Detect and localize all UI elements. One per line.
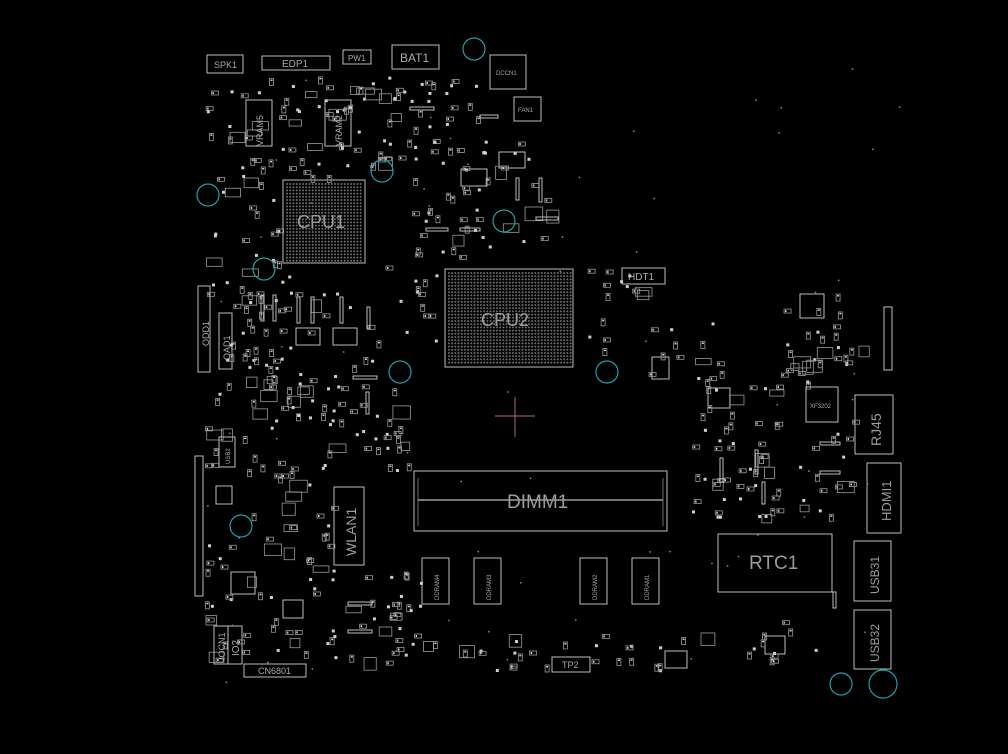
ddram2-label: DDRAM2 [593, 574, 599, 600]
ic-sot-2[interactable] [664, 650, 688, 669]
mounting-holes [196, 37, 898, 699]
spk1-connector[interactable]: SPK1 [206, 54, 244, 74]
oad1-connector[interactable]: OAD1 [218, 312, 233, 370]
ic-qfn-5[interactable] [764, 635, 786, 655]
dccn1-label: DCCN1 [496, 71, 517, 77]
cpu1-chip[interactable]: CPU1 [282, 179, 366, 264]
ddram3-chip[interactable]: DDRAM3 [473, 557, 502, 605]
dimm1-slot[interactable]: DIMM1 [413, 470, 668, 532]
mounting-hole-icon [462, 37, 486, 61]
mounting-hole-icon [229, 514, 253, 538]
ic-qfn-4[interactable] [282, 599, 304, 619]
usb32-port[interactable]: USB32 [853, 609, 892, 670]
ic-qfn-1[interactable] [799, 293, 825, 319]
mounting-hole-icon [252, 257, 276, 281]
bat1-label: BAT1 [400, 51, 429, 65]
cpu1-bga-balls [286, 183, 362, 262]
ic-mosfet-a[interactable] [460, 168, 488, 187]
dimm1-label: DIMM1 [507, 492, 568, 513]
mounting-hole-icon [370, 159, 394, 183]
ic-sot-1[interactable] [651, 356, 670, 380]
vram5-label: VRAM5 [255, 115, 265, 146]
wlan1-label: WLAN1 [343, 508, 359, 556]
hdt1-label: HDT1 [628, 272, 655, 283]
pw1-label: PW1 [348, 54, 366, 63]
left-edge-connector[interactable] [194, 455, 204, 597]
cpu1-label: CPU1 [297, 212, 345, 232]
ic-qfn-3[interactable] [230, 571, 256, 595]
io2-label: IO2 [231, 639, 242, 656]
usb2-label: USB2 [226, 448, 232, 464]
ic-qfn-2[interactable] [707, 387, 731, 409]
hdmi1-label: HDMI1 [879, 481, 894, 521]
mounting-hole-icon [196, 183, 220, 207]
vias [206, 68, 901, 684]
hdt1-connector[interactable]: HDT1 [621, 267, 666, 285]
mounting-hole-icon [829, 672, 853, 696]
usb31-label: USB31 [868, 556, 882, 594]
ddram4-label: DDRAM4 [435, 574, 441, 600]
odd1-label: ODD1 [201, 321, 211, 346]
io2-connector[interactable]: IO2 [227, 625, 243, 665]
ddram1-label: DDRAM1 [645, 574, 651, 600]
ddram3-label: DDRAM3 [487, 574, 493, 600]
tp2-testpoint[interactable]: TP2 [551, 656, 591, 673]
fan1-label: FAN1 [518, 108, 534, 114]
rj45-port[interactable]: RJ45 [854, 394, 894, 455]
xf3202-label: XF3202 [810, 404, 832, 410]
smd-components [204, 76, 870, 673]
mounting-hole-icon [388, 360, 412, 384]
mounting-hole-icon [492, 209, 516, 233]
cpu2-chip[interactable]: CPU2 [444, 268, 574, 368]
wlan1-slot[interactable]: WLAN1 [333, 486, 365, 566]
oad1-label: OAD1 [222, 335, 232, 360]
hdmi1-port[interactable]: HDMI1 [866, 462, 902, 534]
mounting-hole-icon [868, 669, 898, 699]
cpu2-label: CPU2 [481, 310, 529, 330]
rj45-label: RJ45 [868, 413, 884, 446]
odd1-connector[interactable]: ODD1 [197, 285, 211, 373]
vram2-chip[interactable]: VRAM2 [324, 99, 352, 147]
ddram4-chip[interactable]: DDRAM4 [421, 557, 450, 605]
vram2-label: VRAM2 [334, 115, 344, 146]
edp1-connector[interactable]: EDP1 [261, 55, 331, 71]
vram5-chip[interactable]: VRAM5 [245, 99, 273, 147]
iocn1-label: IOCN1 [217, 632, 227, 660]
cn6801-label: CN6801 [258, 666, 291, 676]
ic-mosfet-c[interactable] [295, 327, 321, 346]
ic-mosfet-b[interactable] [498, 151, 526, 169]
mounting-hole-icon [595, 360, 619, 384]
pw1-connector[interactable]: PW1 [342, 49, 372, 65]
bat1-connector[interactable]: BAT1 [391, 44, 440, 70]
tp2-label: TP2 [562, 660, 579, 670]
fan1-connector[interactable]: FAN1 [513, 96, 542, 122]
dccn1-connector[interactable]: DCCN1 [489, 54, 527, 90]
ddram1-chip[interactable]: DDRAM1 [631, 557, 660, 605]
crosshair-cursor-icon [495, 397, 535, 437]
rtc1-label: RTC1 [749, 553, 798, 574]
xf3202-chip[interactable]: XF3202 [805, 386, 839, 423]
spk1-label: SPK1 [214, 60, 237, 70]
ddram2-chip[interactable]: DDRAM2 [579, 557, 608, 605]
right-edge-connector[interactable] [883, 306, 893, 371]
cn6801-connector[interactable]: CN6801 [243, 663, 307, 678]
ic-mosfet-d[interactable] [332, 327, 358, 346]
edp1-label: EDP1 [282, 59, 309, 70]
rtc1-battery[interactable]: RTC1 [717, 533, 833, 593]
cpu2-bga-balls [448, 272, 572, 364]
ic-sot-3[interactable] [215, 485, 233, 505]
usb2-chip[interactable]: USB2 [218, 436, 236, 468]
usb31-port[interactable]: USB31 [853, 540, 892, 602]
usb32-label: USB32 [868, 624, 882, 662]
